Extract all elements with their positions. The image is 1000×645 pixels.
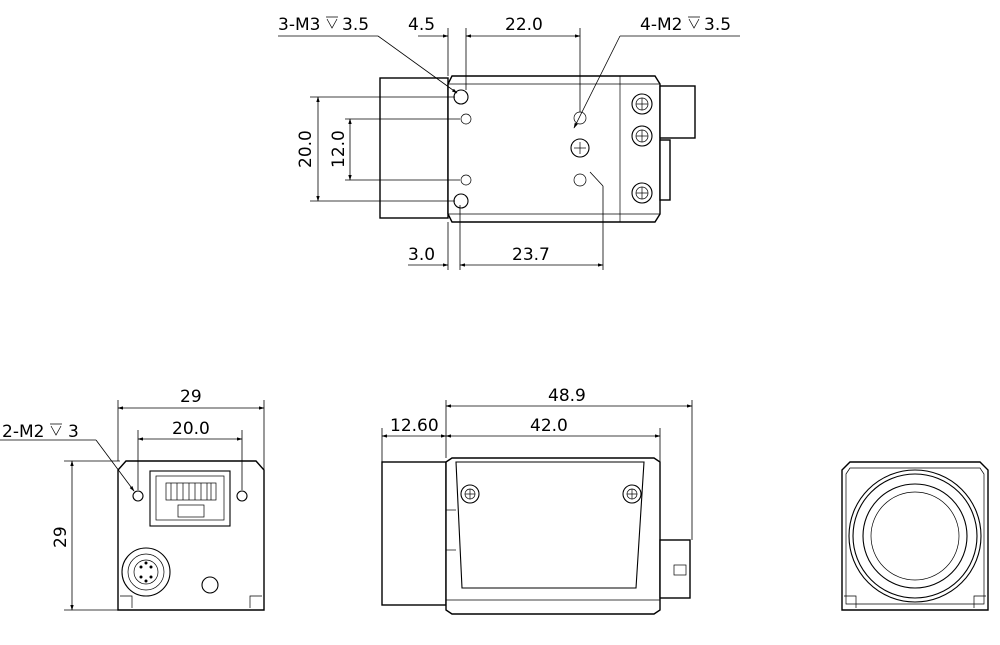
back-dim-width: 29 (180, 387, 202, 407)
dim-22-0: 22.0 (505, 15, 543, 35)
lens-mount-outer (848, 469, 982, 603)
side-view: 48.9 12.60 42.0 (381, 386, 693, 615)
front-view (841, 461, 989, 611)
side-lens (381, 461, 447, 606)
dim-4-5: 4.5 (408, 15, 435, 35)
top-lens-mount (379, 77, 449, 219)
side-dim-12-60: 12.60 (390, 416, 439, 436)
side-connector (659, 539, 691, 599)
m3-hole-2 (460, 113, 472, 125)
m2-hole-2 (570, 138, 590, 158)
side-dim-48-9: 48.9 (548, 386, 586, 406)
ethernet-port (149, 470, 231, 527)
back-m2-hole-left (132, 490, 144, 502)
dim-12-0: 12.0 (329, 130, 349, 168)
lens-mount-inner (862, 483, 968, 589)
dim-3-0: 3.0 (408, 245, 435, 265)
top-screw-1 (631, 93, 653, 115)
top-connector-tab (659, 139, 671, 201)
top-label-m2: 4-M2 (640, 15, 682, 35)
top-label-m3-depth: 3.5 (342, 15, 369, 35)
m2-hole-3 (573, 173, 587, 187)
side-screw-right (622, 484, 642, 504)
back-label-m2: 2-M2 (2, 422, 44, 442)
depth-icon (326, 16, 338, 29)
back-label-m2-depth: 3 (68, 422, 79, 442)
side-screw-left (460, 484, 480, 504)
back-dim-height: 29 (51, 526, 71, 548)
side-panel (455, 461, 645, 589)
status-led (201, 576, 219, 594)
top-screw-3 (631, 182, 653, 204)
side-dim-42-0: 42.0 (530, 416, 568, 436)
top-camera-body (447, 75, 661, 223)
top-connector (659, 85, 696, 139)
top-screw-2 (631, 125, 653, 147)
depth-icon (688, 16, 700, 29)
io-connector (121, 547, 171, 597)
dim-23-7: 23.7 (512, 245, 550, 265)
dim-20-0: 20.0 (296, 130, 316, 168)
side-camera-body (445, 457, 661, 615)
back-m2-hole-right (236, 490, 248, 502)
lens-mount-ring (852, 473, 978, 599)
top-label-m2-depth: 3.5 (704, 15, 731, 35)
top-view: 3-M3 3.5 4.5 22.0 4-M2 3.5 20.0 12.0 3.0… (278, 15, 740, 270)
lens-aperture (870, 491, 960, 581)
back-view: 2-M2 3 29 20.0 29 (0, 387, 265, 611)
depth-icon (50, 423, 62, 436)
top-label-m3: 3-M3 (278, 15, 320, 35)
m3-hole-3 (460, 174, 472, 186)
back-dim-20-0: 20.0 (172, 419, 210, 439)
